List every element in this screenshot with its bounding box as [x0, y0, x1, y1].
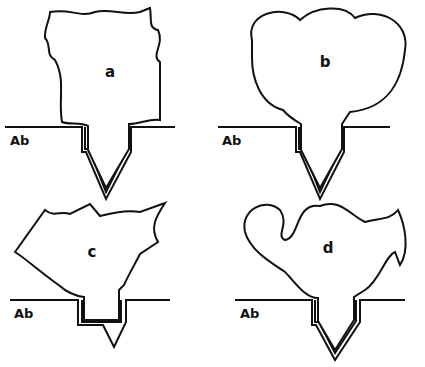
antibody-label: Ab	[222, 134, 241, 147]
antigen-outline-path	[15, 203, 165, 320]
antigen-shape: a	[40, 4, 165, 196]
antigen-outline	[10, 198, 170, 324]
antibody-label: Ab	[240, 307, 259, 320]
antigen-shape: d	[238, 193, 413, 353]
antibody-label: Ab	[14, 307, 33, 320]
antibody-label: Ab	[10, 134, 29, 147]
antigen-outline-path	[244, 204, 405, 350]
antigen-shape: c	[10, 198, 170, 324]
panel-letter: d	[323, 241, 334, 256]
antigen-outline	[40, 4, 165, 196]
antigen-outline-path	[251, 8, 405, 188]
panel-letter: a	[105, 65, 115, 80]
antigen-outline	[245, 2, 410, 194]
panel-letter: c	[88, 245, 97, 260]
panel-letter: b	[320, 55, 331, 70]
antigen-shape: b	[245, 2, 410, 194]
antigen-outline	[238, 193, 413, 353]
antigen-outline-path	[45, 8, 160, 188]
